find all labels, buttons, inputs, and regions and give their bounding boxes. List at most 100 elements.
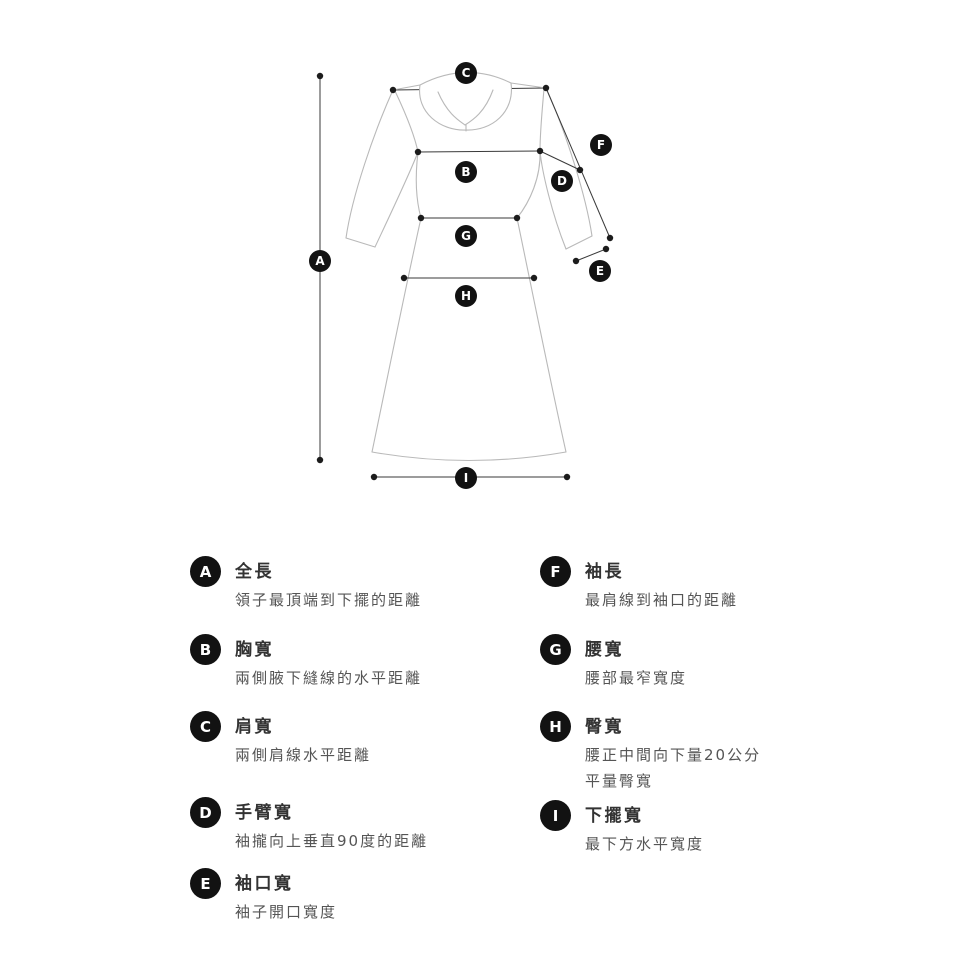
legend-badge-letter: I xyxy=(552,806,559,825)
legend-badge-b: B xyxy=(190,634,221,665)
diagram-badge-letter: B xyxy=(461,165,470,179)
legend-badge-letter: H xyxy=(549,717,562,736)
diagram-badge-letter: F xyxy=(597,138,605,152)
dot xyxy=(602,245,610,253)
measure-dots xyxy=(316,72,614,481)
legend-title-d: 手臂寬 xyxy=(235,803,294,823)
legend-title-f: 袖長 xyxy=(585,562,624,582)
legend-badge-letter: G xyxy=(549,640,562,659)
legend-title-e: 袖口寬 xyxy=(235,874,294,894)
legend-desc-d: 袖攏向上垂直90度的距離 xyxy=(235,832,429,850)
dot xyxy=(370,473,378,481)
right-cuff xyxy=(565,235,593,250)
dot xyxy=(606,234,614,242)
dot xyxy=(536,147,544,155)
legend-desc-i: 最下方水平寬度 xyxy=(585,835,705,853)
legend-desc-h-line2: 平量臀寬 xyxy=(585,772,654,790)
legend-badge-c: C xyxy=(190,711,221,742)
legend-desc-a: 領子最頂端到下擺的距離 xyxy=(235,591,423,609)
legend-badge-d: D xyxy=(190,797,221,828)
measure-lines xyxy=(319,76,611,478)
legend-badge-letter: E xyxy=(200,874,211,893)
diagram-badge-a: A xyxy=(309,250,331,272)
legend-badge-letter: D xyxy=(199,803,212,822)
left-sleeve-outer xyxy=(345,89,394,239)
legend-desc-g: 腰部最窄寬度 xyxy=(585,669,688,687)
legend-item-i: I 下擺寬 最下方水平寬度 xyxy=(540,800,704,857)
legend-title-h: 臀寬 xyxy=(585,717,624,737)
legend-title-c: 肩寬 xyxy=(235,717,274,737)
legend-item-h: H 臀寬 腰正中間向下量20公分 平量臀寬 xyxy=(540,711,761,794)
legend-badge-letter: B xyxy=(199,640,212,659)
dot xyxy=(530,274,538,282)
diagram-badge-g: G xyxy=(455,225,477,247)
legend-item-c: C 肩寬 兩側肩線水平距離 xyxy=(190,711,371,768)
diagram-badge-d: D xyxy=(551,170,573,192)
legend-title-g: 腰寬 xyxy=(585,640,624,660)
legend-title-i: 下擺寬 xyxy=(585,806,644,826)
legend-desc-f: 最肩線到袖口的距離 xyxy=(585,591,739,609)
right-sleeve-outer xyxy=(545,87,593,237)
measure-line-arm-width xyxy=(539,150,581,171)
right-bodice-side xyxy=(516,150,541,219)
left-sleeve-inner xyxy=(374,151,419,248)
legend-badge-i: I xyxy=(540,800,571,831)
measure-line-cuff xyxy=(575,248,607,262)
diagram-badge-h: H xyxy=(455,285,477,307)
legend-desc-h: 腰正中間向下量20公分 xyxy=(585,746,762,764)
dot xyxy=(576,166,584,174)
diagram-badge-letter: D xyxy=(557,174,567,188)
right-shoulder-seam xyxy=(510,82,547,89)
diagram-badge-letter: H xyxy=(461,289,471,303)
legend-item-g: G 腰寬 腰部最窄寬度 xyxy=(540,634,687,691)
legend-item-e: E 袖口寬 袖子開口寬度 xyxy=(190,868,337,925)
diagram-badge-e: E xyxy=(589,260,611,282)
dot xyxy=(572,257,580,265)
dress-outline xyxy=(345,71,593,462)
legend-badge-letter: C xyxy=(199,717,211,736)
dot xyxy=(316,456,324,464)
skirt-left-side xyxy=(371,217,422,453)
left-cuff xyxy=(345,237,376,248)
legend-badge-letter: F xyxy=(550,562,561,581)
legend-badge-a: A xyxy=(190,556,221,587)
diagram-badge-letter: A xyxy=(315,254,325,268)
dot xyxy=(542,84,550,92)
left-bodice-side xyxy=(415,151,422,219)
right-armhole xyxy=(539,88,545,152)
diagram-badge-i: I xyxy=(455,467,477,489)
dot xyxy=(513,214,521,222)
skirt-right-side xyxy=(516,217,567,453)
legend-desc-c: 兩側肩線水平距離 xyxy=(235,746,372,764)
legend-badge-e: E xyxy=(190,868,221,899)
legend-item-f: F 袖長 最肩線到袖口的距離 xyxy=(540,556,738,613)
right-sleeve-inner xyxy=(539,150,567,250)
dot xyxy=(417,214,425,222)
left-armhole xyxy=(394,90,419,153)
left-shoulder-seam xyxy=(392,84,421,91)
legend-badge-h: H xyxy=(540,711,571,742)
hem-curve xyxy=(371,451,567,462)
legend-item-a: A 全長 領子最頂端到下擺的距離 xyxy=(190,556,422,613)
legend-item-d: D 手臂寬 袖攏向上垂直90度的距離 xyxy=(190,797,428,854)
legend-badge-f: F xyxy=(540,556,571,587)
dot xyxy=(389,86,397,94)
diagram-badge-c: C xyxy=(455,62,477,84)
dot xyxy=(400,274,408,282)
size-diagram: A B C D E F G H xyxy=(309,62,614,489)
legend-title-b: 胸寬 xyxy=(235,640,274,660)
measure-line-sleeve xyxy=(545,87,611,239)
diagram-badge-letter: I xyxy=(464,471,468,485)
diagram-badge-letter: E xyxy=(596,264,604,278)
dot xyxy=(316,72,324,80)
legend-title-a: 全長 xyxy=(235,562,274,582)
diagram-badge-f: F xyxy=(590,134,612,156)
diagram-badge-b: B xyxy=(455,161,477,183)
legend-desc-e: 袖子開口寬度 xyxy=(235,903,338,921)
measure-line-chest xyxy=(417,150,541,153)
collar-inner-edge xyxy=(437,89,494,126)
legend-item-b: B 胸寬 兩側腋下縫線的水平距離 xyxy=(190,634,422,691)
legend-badge-g: G xyxy=(540,634,571,665)
dot xyxy=(414,148,422,156)
